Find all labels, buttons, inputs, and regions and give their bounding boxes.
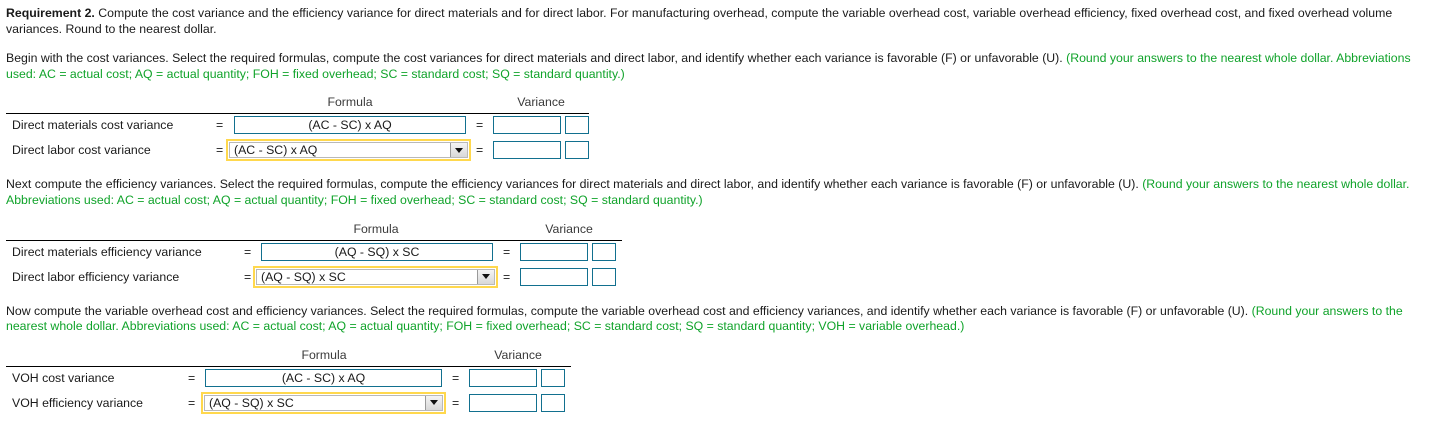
- section-1-instruction-black: Begin with the cost variances. Select th…: [6, 51, 1067, 66]
- formula-select[interactable]: (AC - SC) x AQ: [226, 139, 471, 162]
- variance-amount-input[interactable]: [493, 116, 561, 135]
- equals-sign-right: =: [503, 244, 511, 259]
- formula-input[interactable]: (AC - SC) x AQ: [234, 116, 466, 135]
- row-label: Direct materials cost variance: [12, 118, 174, 133]
- formula-select[interactable]: (AQ - SQ) x SC: [201, 391, 446, 414]
- equals-sign-right: =: [503, 269, 511, 284]
- row-label: Direct materials efficiency variance: [12, 244, 202, 259]
- formula-select-inner: (AQ - SQ) x SC: [204, 394, 443, 411]
- header-divider: [6, 365, 571, 367]
- variance-amount-input[interactable]: [520, 267, 588, 286]
- efficiency-variance-table: Formula Variance Direct materials effici…: [6, 222, 1433, 290]
- variance-amount-input[interactable]: [469, 368, 537, 387]
- favorable-unfavorable-input[interactable]: [565, 116, 589, 135]
- section-3-instruction-green: (Round your answers to the nearest whole…: [6, 303, 1403, 334]
- section-2-instruction-black: Next compute the efficiency variances. S…: [6, 177, 1143, 192]
- section-1-instructions: Begin with the cost variances. Select th…: [6, 51, 1426, 82]
- row-label: VOH efficiency variance: [12, 395, 143, 410]
- requirement-paragraph: Requirement 2. Compute the cost variance…: [6, 6, 1426, 37]
- equals-sign-left: =: [244, 269, 252, 284]
- formula-input[interactable]: (AC - SC) x AQ: [205, 368, 442, 387]
- formula-select-value: (AQ - SQ) x SC: [209, 395, 294, 410]
- section-2-instruction-green: (Round your answers to the nearest whole…: [6, 177, 1410, 207]
- voh-variance-table: Formula Variance VOH cost variance = (AC…: [6, 348, 1433, 416]
- equals-sign-left: =: [244, 244, 252, 259]
- voh-variance-header-row: Formula Variance: [6, 348, 1433, 365]
- formula-select-inner: (AQ - SQ) x SC: [256, 268, 495, 285]
- table-row: VOH cost variance = (AC - SC) x AQ =: [6, 367, 1433, 391]
- table-row: Direct materials efficiency variance = (…: [6, 241, 1433, 265]
- equals-sign-right: =: [476, 143, 484, 158]
- chevron-down-icon[interactable]: [477, 269, 494, 284]
- column-header-variance: Variance: [545, 221, 593, 236]
- favorable-unfavorable-input[interactable]: [565, 141, 589, 160]
- section-3-instruction-black: Now compute the variable overhead cost a…: [6, 303, 1252, 318]
- chevron-down-icon[interactable]: [425, 395, 442, 410]
- cost-variance-header-row: Formula Variance: [6, 95, 1433, 112]
- column-header-formula: Formula: [301, 347, 347, 362]
- table-row: Direct labor cost variance = (AC - SC) x…: [6, 138, 1433, 163]
- equals-sign-left: =: [188, 370, 196, 385]
- header-divider: [6, 113, 589, 115]
- formula-select-value: (AQ - SQ) x SC: [261, 269, 346, 284]
- worksheet-page: Requirement 2. Compute the cost variance…: [6, 6, 1433, 416]
- column-header-formula: Formula: [327, 95, 373, 110]
- efficiency-variance-header-row: Formula Variance: [6, 222, 1433, 239]
- row-label: Direct labor efficiency variance: [12, 269, 180, 284]
- variance-amount-input[interactable]: [520, 242, 588, 261]
- table-row: Direct labor efficiency variance = (AQ -…: [6, 265, 1433, 290]
- section-2-instructions: Next compute the efficiency variances. S…: [6, 177, 1426, 208]
- table-row: Direct materials cost variance = (AC - S…: [6, 114, 1433, 138]
- section-1-instruction-green: (Round your answers to the nearest whole…: [6, 51, 1411, 81]
- header-divider: [6, 239, 622, 241]
- formula-select[interactable]: (AQ - SQ) x SC: [253, 265, 498, 288]
- favorable-unfavorable-input[interactable]: [592, 267, 616, 286]
- equals-sign-right: =: [452, 370, 460, 385]
- equals-sign-right: =: [476, 118, 484, 133]
- variance-amount-input[interactable]: [469, 393, 537, 412]
- formula-select-inner: (AC - SC) x AQ: [229, 142, 468, 159]
- formula-select-value: (AC - SC) x AQ: [234, 143, 318, 158]
- equals-sign-right: =: [452, 395, 460, 410]
- favorable-unfavorable-input[interactable]: [541, 393, 565, 412]
- column-header-formula: Formula: [353, 221, 399, 236]
- requirement-label: Requirement 2.: [6, 6, 95, 20]
- row-label: VOH cost variance: [12, 370, 115, 385]
- equals-sign-left: =: [216, 143, 224, 158]
- equals-sign-left: =: [188, 395, 196, 410]
- favorable-unfavorable-input[interactable]: [541, 368, 565, 387]
- equals-sign-left: =: [216, 118, 224, 133]
- section-3-instructions: Now compute the variable overhead cost a…: [6, 304, 1426, 335]
- variance-amount-input[interactable]: [493, 141, 561, 160]
- cost-variance-table: Formula Variance Direct materials cost v…: [6, 95, 1433, 163]
- row-label: Direct labor cost variance: [12, 143, 151, 158]
- favorable-unfavorable-input[interactable]: [592, 242, 616, 261]
- requirement-text: Compute the cost variance and the effici…: [6, 6, 1393, 36]
- chevron-down-icon[interactable]: [450, 143, 467, 158]
- formula-input[interactable]: (AQ - SQ) x SC: [261, 242, 493, 261]
- column-header-variance: Variance: [494, 347, 542, 362]
- table-row: VOH efficiency variance = (AQ - SQ) x SC…: [6, 391, 1433, 416]
- column-header-variance: Variance: [517, 95, 565, 110]
